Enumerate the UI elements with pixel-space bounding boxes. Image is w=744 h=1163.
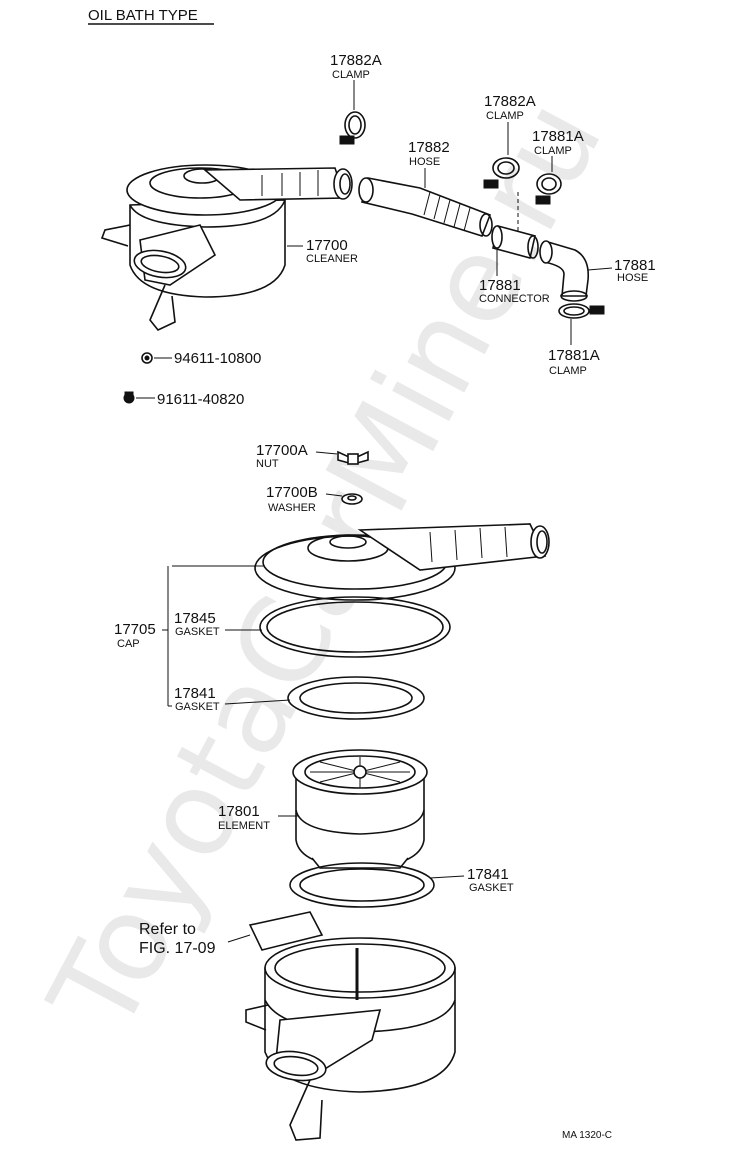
part-number-17882a-right: 17882A [484, 93, 536, 110]
part-number-17881a-bottom: 17881A [548, 347, 600, 364]
connector-17881-drawing [491, 225, 539, 259]
cleaner-bowl-drawing [245, 937, 456, 1141]
part-name-gasket-17841-lower: GASKET [469, 882, 514, 894]
part-number-17841-upper: 17841 [174, 685, 216, 702]
part-name-clamp-17881a-top: CLAMP [534, 145, 572, 157]
part-name-element: ELEMENT [218, 820, 270, 832]
clamp-17881a-bottom-icon [558, 303, 605, 319]
footer-code: MA 1320-C [562, 1130, 612, 1141]
part-number-17882: 17882 [408, 139, 450, 156]
part-name-connector: CONNECTOR [479, 293, 550, 305]
part-name-hose-17881: HOSE [617, 272, 648, 284]
hose-17881-drawing [539, 240, 590, 302]
refer-line1: Refer to [139, 921, 196, 938]
bolt-91611-icon [123, 391, 135, 404]
clamp-17882a-right-icon [483, 157, 520, 189]
part-number-17881-connector: 17881 [479, 277, 521, 294]
part-name-clamp-top: CLAMP [332, 69, 370, 81]
part-name-nut: NUT [256, 458, 279, 470]
gasket-17841-upper-drawing [287, 676, 425, 720]
wing-nut-17700a-icon [337, 450, 369, 465]
page-title: OIL BATH TYPE [88, 7, 198, 24]
part-number-17700a: 17700A [256, 442, 308, 459]
washer-17700b-icon [341, 493, 363, 505]
part-name-clamp-17881a-bottom: CLAMP [549, 365, 587, 377]
cap-17705-drawing [254, 523, 550, 601]
element-17801-drawing [292, 749, 428, 869]
part-name-hose-17882: HOSE [409, 156, 440, 168]
part-number-17705: 17705 [114, 621, 156, 638]
refer-line2: FIG. 17-09 [139, 940, 216, 957]
part-number-17700b: 17700B [266, 484, 318, 501]
part-number-17801: 17801 [218, 803, 260, 820]
clamp-17882a-top-icon [339, 111, 366, 145]
gasket-17841-lower-drawing [289, 862, 435, 908]
part-number-17881-hose: 17881 [614, 257, 656, 274]
part-number-91611: 91611-40820 [157, 391, 244, 408]
part-name-gasket-17841-upper: GASKET [175, 701, 220, 713]
gasket-17845-drawing [259, 596, 451, 658]
part-number-17841-lower: 17841 [467, 866, 509, 883]
part-name-clamp-right: CLAMP [486, 110, 524, 122]
part-number-94611: 94611-10800 [174, 350, 261, 367]
part-name-washer: WASHER [268, 502, 316, 514]
hose-17882-drawing [358, 177, 493, 237]
nut-94611-icon [141, 352, 153, 364]
part-name-gasket-17845: GASKET [175, 626, 220, 638]
part-number-17881a-top: 17881A [532, 128, 584, 145]
cleaner-assembly-drawing [100, 164, 353, 331]
part-number-17845: 17845 [174, 610, 216, 627]
part-name-cap: CAP [117, 638, 140, 650]
part-number-17700: 17700 [306, 237, 348, 254]
clamp-17881a-top-icon [535, 173, 562, 205]
part-number-17882a-top: 17882A [330, 52, 382, 69]
filter-pad-drawing [248, 911, 324, 951]
part-name-cleaner: CLEANER [306, 253, 358, 265]
